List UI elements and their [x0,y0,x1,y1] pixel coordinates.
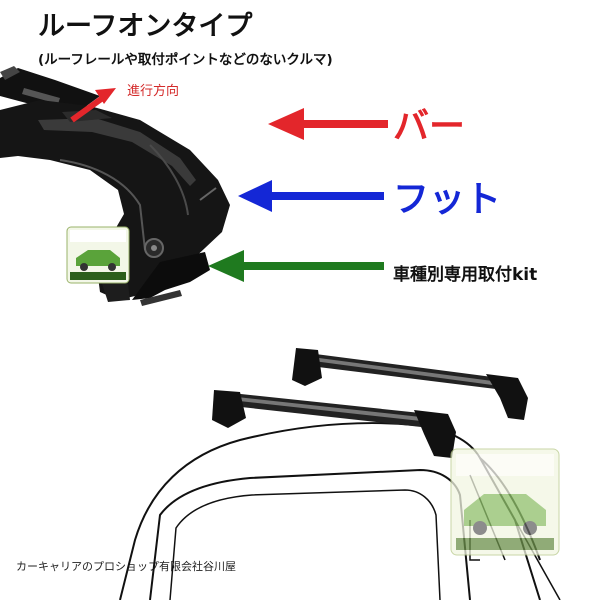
bar-label: バー [393,106,466,147]
kit-arrow [208,250,384,282]
direction-label: 進行方向 [127,84,180,99]
foot-closeup-drawing [0,66,230,306]
kit-label: 車種別専用取付kit [393,265,538,285]
bar-arrow [268,108,388,140]
footer-credit: カーキャリアのプロショップ有限会社谷川屋 [16,560,236,573]
page-subtitle: (ルーフレールや取付ポイントなどのないクルマ) [38,52,333,68]
shop-logo-badge-small [66,226,130,284]
foot-arrow [238,180,384,212]
page-title: ルーフオンタイプ [38,11,253,42]
foot-label: フット [393,179,502,220]
front-roof-bar [212,390,456,458]
shop-logo-badge-large [450,448,560,556]
direction-arrow [70,88,116,123]
rear-roof-bar [292,348,528,420]
